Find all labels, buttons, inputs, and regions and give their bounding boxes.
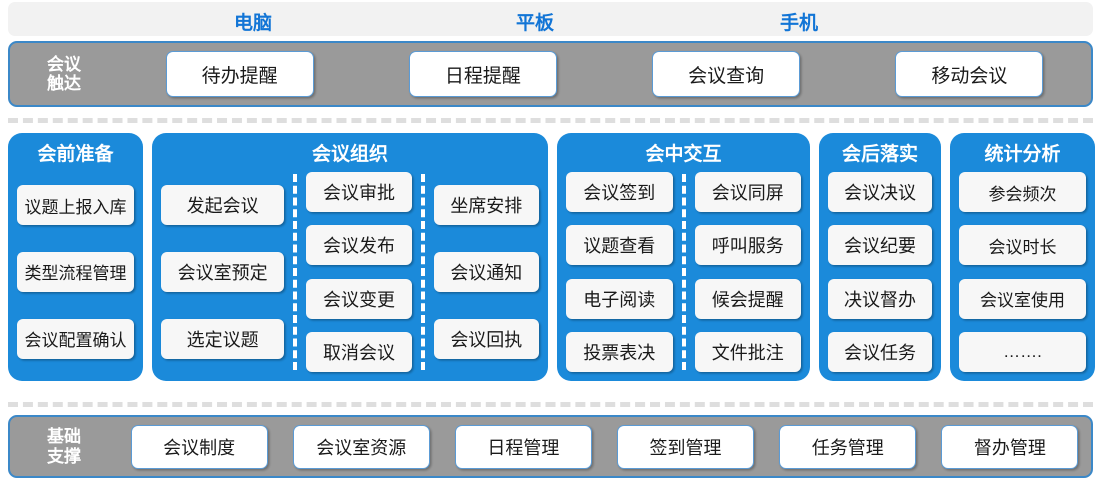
tile-initiate-meeting[interactable]: 发起会议 xyxy=(161,185,285,226)
panel-title-post-meeting-followup: 会后落实 xyxy=(841,144,918,165)
foundation-chip-meeting-policy[interactable]: 会议制度 xyxy=(130,424,268,469)
panel-body-statistics-analysis: 参会频次 会议时长 会议室使用 ……. xyxy=(959,172,1086,372)
panel-column: 会议审批 会议发布 会议变更 取消会议 xyxy=(306,172,412,372)
tile-meeting-publish[interactable]: 会议发布 xyxy=(306,225,412,266)
foundation-support-caption: 基础 支撑 xyxy=(47,427,81,466)
tile-meeting-approval[interactable]: 会议审批 xyxy=(306,172,412,212)
panel-body-pre-meeting: 议题上报入库 类型流程管理 会议配置确认 xyxy=(17,172,134,372)
panel-title-pre-meeting: 会前准备 xyxy=(37,144,114,165)
tile-call-service[interactable]: 呼叫服务 xyxy=(694,225,801,266)
tile-cancel-meeting[interactable]: 取消会议 xyxy=(306,331,412,372)
tile-vote-resolution[interactable]: 投票表决 xyxy=(566,331,673,372)
foundation-support-items: 会议制度 会议室资源 日程管理 签到管理 任务管理 督办管理 xyxy=(118,417,1091,476)
panel-column: 会议同屏 呼叫服务 候会提醒 文件批注 xyxy=(694,172,801,372)
reach-chip-schedule-reminder[interactable]: 日程提醒 xyxy=(408,51,557,97)
tile-topic-submission[interactable]: 议题上报入库 xyxy=(17,185,134,226)
panel-column: 议题上报入库 类型流程管理 会议配置确认 xyxy=(17,172,134,372)
foundation-chip-schedule-mgmt[interactable]: 日程管理 xyxy=(454,424,592,469)
tile-seating-arrangement[interactable]: 坐席安排 xyxy=(433,185,539,226)
tile-more-ellipsis[interactable]: ……. xyxy=(959,331,1086,372)
reach-chip-mobile-meeting[interactable]: 移动会议 xyxy=(895,51,1044,97)
tile-select-topic[interactable]: 选定议题 xyxy=(161,318,285,359)
panel-title-statistics-analysis: 统计分析 xyxy=(984,144,1061,165)
tile-screen-sharing[interactable]: 会议同屏 xyxy=(694,172,801,212)
panel-body-post-meeting-followup: 会议决议 会议纪要 决议督办 会议任务 xyxy=(828,172,932,372)
tile-type-process-mgmt[interactable]: 类型流程管理 xyxy=(17,251,134,292)
capability-panel-row: 会前准备 议题上报入库 类型流程管理 会议配置确认 会议组织 发起会议 会议室预… xyxy=(8,133,1095,381)
reach-chip-meeting-query[interactable]: 会议查询 xyxy=(652,51,801,97)
tile-meeting-resolution[interactable]: 会议决议 xyxy=(828,172,932,212)
panel-pre-meeting: 会前准备 议题上报入库 类型流程管理 会议配置确认 xyxy=(8,133,143,381)
panel-title-meeting-organization: 会议组织 xyxy=(311,144,388,165)
device-channel-strip: 电脑 平板 手机 xyxy=(8,2,1093,36)
tile-meeting-notice[interactable]: 会议通知 xyxy=(433,251,539,292)
tile-meeting-minutes[interactable]: 会议纪要 xyxy=(828,225,932,266)
column-separator xyxy=(420,174,425,370)
meeting-reach-items: 待办提醒 日程提醒 会议查询 移动会议 xyxy=(118,43,1091,105)
column-separator xyxy=(293,174,298,370)
device-label-tablet: 平板 xyxy=(516,13,555,34)
divider-top xyxy=(8,118,1093,123)
tile-attendance-frequency[interactable]: 参会频次 xyxy=(959,172,1086,212)
panel-statistics-analysis: 统计分析 参会频次 会议时长 会议室使用 ……. xyxy=(950,133,1095,381)
panel-column: 会议签到 议题查看 电子阅读 投票表决 xyxy=(566,172,673,372)
foundation-chip-signin-mgmt[interactable]: 签到管理 xyxy=(617,424,755,469)
tile-meeting-receipt[interactable]: 会议回执 xyxy=(433,318,539,359)
tile-document-annotation[interactable]: 文件批注 xyxy=(694,331,801,372)
panel-column: 发起会议 会议室预定 选定议题 xyxy=(161,172,285,372)
tile-resolution-supervision[interactable]: 决议督办 xyxy=(828,278,932,319)
panel-column: 坐席安排 会议通知 会议回执 xyxy=(433,172,539,372)
tile-meeting-duration[interactable]: 会议时长 xyxy=(959,225,1086,266)
column-separator xyxy=(681,174,686,370)
panel-post-meeting-followup: 会后落实 会议决议 会议纪要 决议督办 会议任务 xyxy=(819,133,941,381)
tile-meeting-change[interactable]: 会议变更 xyxy=(306,278,412,319)
meeting-reach-caption: 会议 触达 xyxy=(47,54,81,93)
divider-bottom xyxy=(8,402,1093,407)
panel-column: 会议决议 会议纪要 决议督办 会议任务 xyxy=(828,172,932,372)
panel-column: 参会频次 会议时长 会议室使用 ……. xyxy=(959,172,1086,372)
device-label-pc: 电脑 xyxy=(234,13,273,34)
reach-chip-todo-reminder[interactable]: 待办提醒 xyxy=(165,51,314,97)
panel-title-in-meeting-interaction: 会中交互 xyxy=(645,144,722,165)
device-label-phone: 手机 xyxy=(780,13,819,34)
tile-room-utilization[interactable]: 会议室使用 xyxy=(959,278,1086,319)
panel-body-meeting-organization: 发起会议 会议室预定 选定议题 会议审批 会议发布 会议变更 取消会议 坐席安排… xyxy=(161,172,539,372)
tile-meeting-config-confirm[interactable]: 会议配置确认 xyxy=(17,318,134,359)
foundation-chip-room-resource[interactable]: 会议室资源 xyxy=(292,424,430,469)
panel-body-in-meeting-interaction: 会议签到 议题查看 电子阅读 投票表决 会议同屏 呼叫服务 候会提醒 文件批注 xyxy=(566,172,801,372)
tile-waiting-reminder[interactable]: 候会提醒 xyxy=(694,278,801,319)
panel-meeting-organization: 会议组织 发起会议 会议室预定 选定议题 会议审批 会议发布 会议变更 取消会议… xyxy=(152,133,548,381)
tile-meeting-task[interactable]: 会议任务 xyxy=(828,331,932,372)
foundation-chip-task-mgmt[interactable]: 任务管理 xyxy=(779,424,917,469)
tile-meeting-signin[interactable]: 会议签到 xyxy=(566,172,673,212)
tile-electronic-reading[interactable]: 电子阅读 xyxy=(566,278,673,319)
panel-in-meeting-interaction: 会中交互 会议签到 议题查看 电子阅读 投票表决 会议同屏 呼叫服务 候会提醒 … xyxy=(557,133,810,381)
tile-room-booking[interactable]: 会议室预定 xyxy=(161,251,285,292)
tile-topic-view[interactable]: 议题查看 xyxy=(566,225,673,266)
meeting-reach-bar: 会议 触达 待办提醒 日程提醒 会议查询 移动会议 xyxy=(8,41,1093,107)
foundation-support-bar: 基础 支撑 会议制度 会议室资源 日程管理 签到管理 任务管理 督办管理 xyxy=(8,415,1093,478)
foundation-chip-supervision-mgmt[interactable]: 督办管理 xyxy=(941,424,1079,469)
